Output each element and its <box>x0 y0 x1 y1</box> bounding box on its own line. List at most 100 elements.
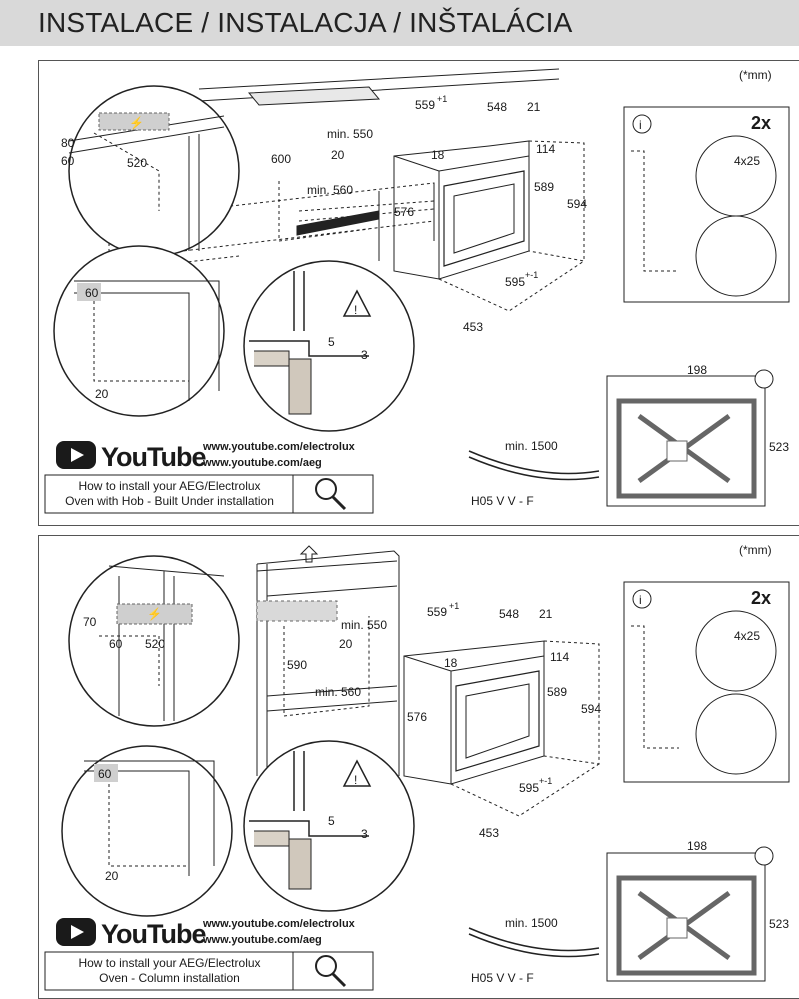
detail-circle-side: 60 20 <box>61 745 233 917</box>
dim-114: 114 <box>536 142 555 156</box>
oven-back-view: 198 523 <box>606 363 789 507</box>
dim-198: 198 <box>687 363 707 377</box>
dim-min-550: min. 550 <box>341 618 387 632</box>
cable-type: H05 V V - F <box>471 494 534 508</box>
youtube-wordmark: YouTube <box>101 442 206 472</box>
detail-circle-gap: ! 5 3 <box>243 260 415 432</box>
youtube-logo: YouTube <box>56 918 207 949</box>
dim-min-560: min. 560 <box>315 685 361 699</box>
oven-drawing <box>393 140 585 312</box>
info-icon-glyph: i <box>639 593 642 607</box>
screw-qty: 2x <box>751 113 771 133</box>
cable-length: min. 1500 <box>505 916 558 930</box>
panel-column: ⚡ 70 60 520 60 20 ! 5 3 590 min. 550 20 … <box>38 535 799 999</box>
howto-line-2: Oven - Column installation <box>99 971 240 985</box>
dim-595: 595 <box>519 781 539 795</box>
howto-line-2: Oven with Hob - Built Under installation <box>65 494 274 508</box>
dim-576: 576 <box>407 710 427 724</box>
url-electrolux[interactable]: www.youtube.com/electrolux <box>202 918 356 930</box>
info-icon <box>632 589 652 609</box>
dim-18: 18 <box>444 656 458 670</box>
header-bar: INSTALACE / INSTALACJA / INŠTALÁCIA <box>0 0 799 46</box>
url-aeg[interactable]: www.youtube.com/aeg <box>202 934 322 946</box>
dim-gap-3: 3 <box>361 827 368 841</box>
info-icon <box>632 114 652 134</box>
dim-20: 20 <box>339 637 353 651</box>
cable-length: min. 1500 <box>505 439 558 453</box>
screw-info-box: i 2x 4x25 <box>623 106 790 303</box>
dim-114: 114 <box>550 650 569 664</box>
dim-520: 520 <box>145 637 165 651</box>
detail-circle-outlet: ⚡ 70 60 520 <box>68 555 240 727</box>
dim-589: 589 <box>547 685 567 699</box>
warning-icon: ! <box>354 303 357 317</box>
panel-built-under: ⚡ 80 60 520 60 20 ! 5 3 600 min. 550 20 … <box>38 60 799 526</box>
dim-595-sup: +-1 <box>525 270 538 280</box>
screw-info-box: i 2x 4x25 <box>623 581 790 783</box>
screw-qty: 2x <box>751 588 771 608</box>
dim-gap-5: 5 <box>328 335 335 349</box>
power-cable: min. 1500 H05 V V - F <box>468 916 600 985</box>
screw-size: 4x25 <box>734 629 760 643</box>
magnifier-icon[interactable] <box>315 955 347 988</box>
dim-523: 523 <box>769 440 789 454</box>
unit-note: (*mm) <box>739 543 772 557</box>
dim-18: 18 <box>431 148 445 162</box>
dim-594: 594 <box>567 197 587 211</box>
dim-side-20: 20 <box>95 387 109 401</box>
dim-590: 590 <box>287 658 307 672</box>
detail-circle-outlet: ⚡ 80 60 520 <box>61 85 240 257</box>
howto-line-1: How to install your AEG/Electrolux <box>78 956 261 970</box>
built-under-diagram: ⚡ 80 60 520 60 20 ! 5 3 600 min. 550 20 … <box>44 68 790 514</box>
dim-589: 589 <box>534 180 554 194</box>
dim-559: 559 <box>427 605 447 619</box>
column-diagram: ⚡ 70 60 520 60 20 ! 5 3 590 min. 550 20 … <box>44 543 790 991</box>
oven-back-view: 198 523 <box>606 839 789 982</box>
power-cable: min. 1500 H05 V V - F <box>468 439 600 508</box>
howto-text: How to install your AEG/Electrolux Oven … <box>47 479 292 509</box>
detail-circle-side: 60 20 <box>53 245 225 417</box>
dim-side-60: 60 <box>85 286 99 300</box>
dim-595: 595 <box>505 275 525 289</box>
screw-size: 4x25 <box>734 154 760 168</box>
dim-559: 559 <box>415 98 435 112</box>
dim-595-sup: +-1 <box>539 776 552 786</box>
dim-60: 60 <box>109 637 123 651</box>
dim-60: 60 <box>61 154 75 168</box>
dim-gap-3: 3 <box>361 348 368 362</box>
dim-576: 576 <box>394 205 414 219</box>
dim-21: 21 <box>539 607 553 621</box>
unit-note: (*mm) <box>739 68 772 82</box>
oven-drawing <box>403 640 600 817</box>
dim-198: 198 <box>687 839 707 853</box>
dim-min-550: min. 550 <box>327 127 373 141</box>
info-icon-glyph: i <box>639 118 642 132</box>
magnifier-icon[interactable] <box>315 478 347 511</box>
dim-523: 523 <box>769 917 789 931</box>
arrow-up-icon <box>299 545 319 563</box>
howto-line-1: How to install your AEG/Electrolux <box>78 479 261 493</box>
outlet-symbol: ⚡ <box>129 116 144 130</box>
dim-559-sup: +1 <box>449 601 459 611</box>
url-aeg[interactable]: www.youtube.com/aeg <box>202 457 322 469</box>
dim-600: 600 <box>271 152 291 166</box>
howto-text: How to install your AEG/Electrolux Oven … <box>47 956 292 986</box>
dim-80: 80 <box>61 136 75 150</box>
dim-min-560: min. 560 <box>307 183 353 197</box>
dim-548: 548 <box>499 607 519 621</box>
cable-type: H05 V V - F <box>471 971 534 985</box>
dim-21: 21 <box>527 100 541 114</box>
dim-side-60: 60 <box>98 767 112 781</box>
youtube-logo: YouTube <box>56 441 207 472</box>
dim-70: 70 <box>83 615 97 629</box>
dim-gap-5: 5 <box>328 814 335 828</box>
youtube-wordmark: YouTube <box>101 919 206 949</box>
url-electrolux[interactable]: www.youtube.com/electrolux <box>202 441 356 453</box>
outlet-symbol: ⚡ <box>147 607 162 621</box>
dim-548: 548 <box>487 100 507 114</box>
warning-icon: ! <box>354 773 357 787</box>
dim-side-20: 20 <box>105 869 119 883</box>
dim-520: 520 <box>127 156 147 170</box>
dim-453: 453 <box>479 826 499 840</box>
dim-559-sup: +1 <box>437 94 447 104</box>
